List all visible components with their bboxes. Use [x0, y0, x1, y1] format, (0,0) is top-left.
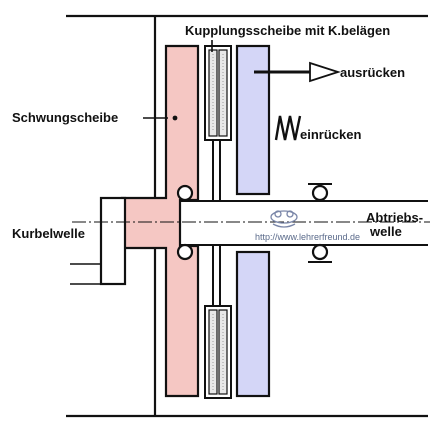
label-flywheel: Schwungscheibe — [12, 110, 118, 125]
watermark: http://www.lehrerfreund.de — [255, 210, 360, 242]
label-clutch-disc: Kupplungsscheibe mit K.belägen — [185, 23, 390, 38]
clutch-lining-lower — [204, 305, 232, 399]
crankshaft-flange — [99, 196, 127, 286]
output-shaft — [180, 200, 428, 246]
label-output-shaft-line1: Abtriebs- — [366, 210, 423, 225]
leader-lines — [143, 40, 213, 119]
bearings — [176, 184, 329, 261]
label-engage: einrücken — [300, 127, 361, 142]
watermark-logo-icon — [270, 210, 298, 228]
bearing-caps — [308, 183, 332, 263]
crankshaft — [70, 263, 101, 285]
watermark-url: http://www.lehrerfreund.de — [255, 232, 360, 242]
flywheel — [120, 44, 200, 398]
label-release: ausrücken — [340, 65, 405, 80]
spring-icon — [274, 115, 302, 141]
pressure-plate — [235, 44, 271, 398]
clutch-disc — [212, 140, 221, 306]
release-arrow-icon — [254, 61, 341, 83]
clutch-lining-upper — [204, 45, 232, 141]
label-crankshaft: Kurbelwelle — [12, 226, 85, 241]
flywheel-leader-dot — [172, 115, 178, 121]
label-output-shaft-line2: welle — [369, 224, 402, 239]
